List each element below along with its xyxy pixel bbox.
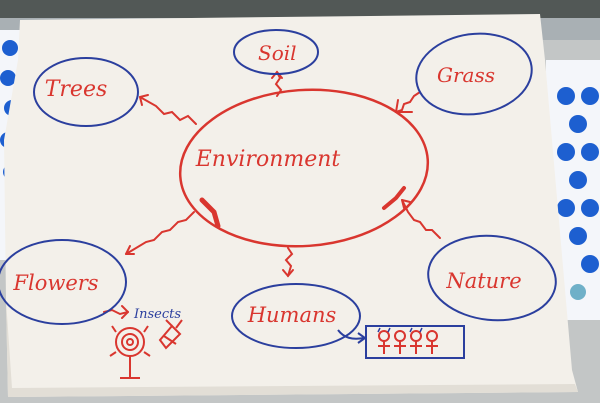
node-nature-ellipse xyxy=(427,234,557,322)
paper-shadow xyxy=(6,300,578,397)
table-dark-top-band xyxy=(0,0,600,18)
bee-drawing xyxy=(158,319,183,350)
arrow-head-humans xyxy=(282,269,294,278)
node-grass-label: Grass xyxy=(437,63,495,87)
arrow-head-flowers xyxy=(125,245,135,255)
node-soil-label: Soil xyxy=(258,41,297,65)
arrow-humans-to-people xyxy=(337,329,365,340)
arrow-to-humans xyxy=(284,247,294,277)
center-ellipse-thick-mark-left xyxy=(199,197,221,229)
flower-drawing xyxy=(109,325,151,379)
node-flowers-label: Flowers xyxy=(12,271,98,295)
arrow-to-nature xyxy=(401,199,441,239)
node-trees-ellipse xyxy=(33,57,139,127)
node-flowers-ellipse xyxy=(0,239,127,325)
node-humans-ellipse xyxy=(231,283,361,349)
arrow-head-nature xyxy=(401,199,411,209)
node-humans-label: Humans xyxy=(247,303,337,327)
arrow-head-soil xyxy=(271,70,283,79)
arrow-to-trees xyxy=(139,96,197,125)
center-ellipse xyxy=(178,88,430,248)
paper-sheet xyxy=(4,14,578,397)
arrow-head-insects xyxy=(121,305,129,319)
arrow-to-grass xyxy=(395,91,421,113)
people-drawing xyxy=(365,325,465,359)
node-nature-label: Nature xyxy=(445,269,521,293)
node-soil-ellipse xyxy=(233,29,319,75)
node-trees-label: Trees xyxy=(45,77,108,102)
insects-label: Insects xyxy=(133,307,181,322)
arrow-to-flowers xyxy=(125,211,195,255)
node-grass-ellipse xyxy=(415,32,533,116)
arrow-head-trees xyxy=(139,94,149,106)
center-ellipse-thick-mark-right xyxy=(382,186,406,210)
center-label: Environment xyxy=(195,147,341,172)
